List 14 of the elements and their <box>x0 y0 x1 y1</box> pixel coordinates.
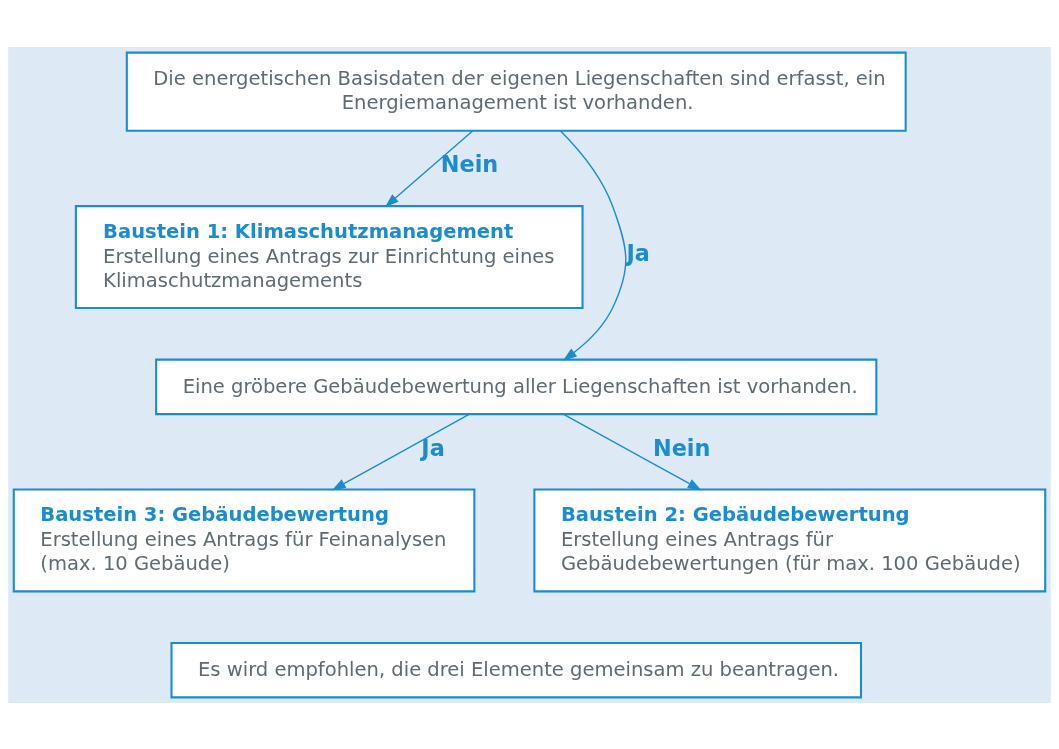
edge-label: Nein <box>440 150 499 177</box>
node-box: Es wird empfohlen, die drei Elemente gemeinsam zu beantragen. <box>170 641 863 698</box>
arrow <box>384 129 474 207</box>
edge-label: Ja <box>626 239 650 266</box>
arrow <box>331 413 471 490</box>
node-box: Eine gröbere Gebäudebewertung aller Liegenschaften ist vorhanden. <box>155 358 878 415</box>
node-box: Baustein 1: Klimaschutzmanagement Erstellung eines Antrags zur Einrichtung eines Klimaschutzmanagements <box>74 204 584 309</box>
arrow <box>559 129 627 361</box>
node-box: Die energetischen Basisdaten der eigenen Liegenschaften sind erfasst, ein Energiemanagement ist vorhanden. <box>125 51 907 132</box>
node-box: Baustein 2: Gebäudebewertung Erstellung eines Antrags für Gebäudebewertungen (für max. 100 Gebäude) <box>533 487 1047 592</box>
node-box: Baustein 3: Gebäudebewertung Erstellung eines Antrags für Feinanalysen (max. 10 Gebäude) <box>12 487 476 592</box>
edge-label: Nein <box>653 434 711 461</box>
edge-label: Ja <box>421 434 445 461</box>
arrow <box>562 413 702 490</box>
